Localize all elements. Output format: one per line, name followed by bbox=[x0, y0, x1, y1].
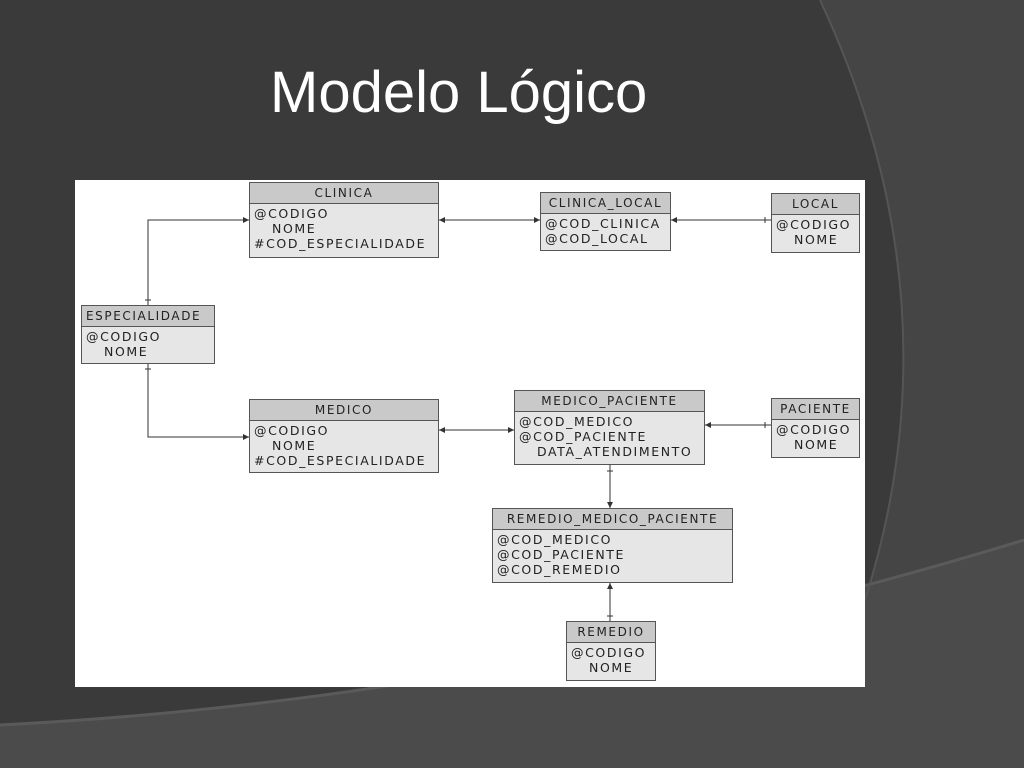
background-swoosh-right bbox=[820, 0, 1024, 600]
attribute: @CODIGO bbox=[254, 206, 330, 221]
entity-remedio_medico_paciente[interactable]: REMEDIO_MEDICO_PACIENTE @COD_MEDICO @COD… bbox=[492, 508, 733, 583]
rel-especialidade-clinica bbox=[147, 219, 249, 305]
entity-name: REMEDIO bbox=[567, 622, 655, 643]
attribute: #COD_ESPECIALIDADE bbox=[254, 453, 427, 468]
attribute: #COD_ESPECIALIDADE bbox=[254, 236, 427, 251]
attribute: NOME bbox=[589, 660, 634, 675]
entity-name: PACIENTE bbox=[772, 399, 859, 420]
attribute: @COD_REMEDIO bbox=[497, 562, 622, 577]
slide-title: Modelo Lógico bbox=[270, 60, 648, 125]
entity-remedio[interactable]: REMEDIO @CODIGO NOME bbox=[566, 621, 656, 681]
entity-medico_paciente[interactable]: MEDICO_PACIENTE @COD_MEDICO @COD_PACIENT… bbox=[514, 390, 705, 465]
rel-especialidade-medico bbox=[147, 364, 249, 438]
entity-name: MEDICO_PACIENTE bbox=[515, 391, 704, 412]
relationship-lines bbox=[145, 217, 771, 621]
entity-local[interactable]: LOCAL @CODIGO NOME bbox=[771, 193, 860, 253]
attribute: NOME bbox=[104, 344, 149, 359]
arrow-rmp-bottom bbox=[607, 583, 613, 589]
arrow-medico-right bbox=[439, 427, 445, 433]
entity-clinica[interactable]: CLINICA @CODIGO NOME #COD_ESPECIALIDADE bbox=[249, 182, 439, 258]
entity-name: LOCAL bbox=[772, 194, 859, 215]
er-diagram: CLINICA @CODIGO NOME #COD_ESPECIALIDADE … bbox=[75, 180, 865, 687]
entity-clinica_local[interactable]: CLINICA_LOCAL @COD_CLINICA @COD_LOCAL bbox=[540, 192, 671, 251]
attribute: @COD_PACIENTE bbox=[497, 547, 626, 562]
arrow-rmp-top bbox=[607, 502, 613, 508]
attribute: @COD_PACIENTE bbox=[519, 429, 648, 444]
entity-name: CLINICA_LOCAL bbox=[541, 193, 670, 214]
entity-name: MEDICO bbox=[250, 400, 438, 421]
attribute: @CODIGO bbox=[776, 217, 852, 232]
arrow-clinica_local-left bbox=[534, 217, 540, 223]
arrow-medico bbox=[243, 434, 249, 440]
entity-medico[interactable]: MEDICO @CODIGO NOME #COD_ESPECIALIDADE bbox=[249, 399, 439, 473]
attribute: @COD_LOCAL bbox=[545, 231, 649, 246]
attribute: NOME bbox=[794, 437, 839, 452]
attribute: @COD_CLINICA bbox=[545, 216, 661, 231]
arrow-clinica-right bbox=[439, 217, 445, 223]
attribute: NOME bbox=[272, 438, 317, 453]
attribute: @COD_MEDICO bbox=[497, 532, 613, 547]
background-swoosh-bottom bbox=[0, 540, 1024, 768]
entity-especialidade[interactable]: ESPECIALIDADE @CODIGO NOME bbox=[81, 305, 215, 364]
entity-paciente[interactable]: PACIENTE @CODIGO NOME bbox=[771, 398, 860, 458]
entity-name: ESPECIALIDADE bbox=[82, 306, 214, 327]
arrow-clinica_local-right bbox=[671, 217, 677, 223]
attribute: NOME bbox=[794, 232, 839, 247]
arrow-medico_paciente-right bbox=[705, 422, 711, 428]
attribute: @CODIGO bbox=[776, 422, 852, 437]
entity-name: CLINICA bbox=[250, 183, 438, 204]
arrow-medico_paciente-left bbox=[508, 427, 514, 433]
attribute: @CODIGO bbox=[254, 423, 330, 438]
arrow-clinica bbox=[243, 217, 249, 223]
attribute: DATA_ATENDIMENTO bbox=[537, 444, 693, 459]
attribute: NOME bbox=[272, 221, 317, 236]
attribute: @CODIGO bbox=[86, 329, 162, 344]
entity-name: REMEDIO_MEDICO_PACIENTE bbox=[493, 509, 732, 530]
attribute: @COD_MEDICO bbox=[519, 414, 635, 429]
attribute: @CODIGO bbox=[571, 645, 647, 660]
